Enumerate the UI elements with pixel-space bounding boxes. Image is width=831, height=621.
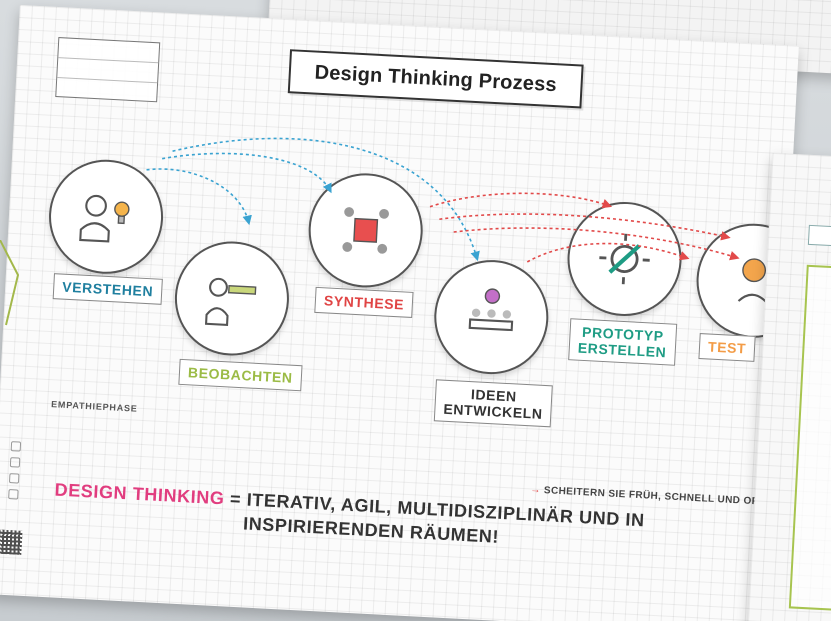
side-icons (3, 435, 26, 526)
poster-title: Design Thinking Prozess (314, 61, 558, 96)
qr-code-icon (0, 529, 23, 555)
meta-row-3 (56, 78, 157, 102)
right-sheet-frame (788, 264, 831, 612)
right-sheet-header (807, 224, 831, 248)
side-icon-3 (8, 473, 20, 484)
step-circle-verstehen (46, 156, 166, 277)
side-icon-2 (9, 457, 21, 468)
arrow-right-icon: → (530, 484, 545, 497)
design-thinking-poster: Design Thinking Prozess VERSTEHEN BEOBAC… (0, 5, 814, 621)
step-circle-synthese (305, 170, 426, 291)
puzzle-hands-icon (342, 207, 389, 254)
person-telescope-icon (204, 277, 257, 326)
team-ideas-icon (468, 288, 514, 332)
step-circle-ideen (431, 257, 552, 377)
step-circle-prototyp (564, 199, 685, 319)
step-circle-beobachten (172, 238, 292, 359)
meta-box (55, 37, 161, 103)
person-lightbulb-icon (79, 194, 130, 243)
side-icon-1 (10, 441, 22, 452)
gear-pencil-icon (599, 233, 650, 285)
poster-title-box: Design Thinking Prozess (287, 49, 584, 109)
side-icon-4 (8, 489, 19, 500)
main-line-prefix: DESIGN THINKING (54, 479, 225, 509)
process-arrows (146, 137, 740, 263)
